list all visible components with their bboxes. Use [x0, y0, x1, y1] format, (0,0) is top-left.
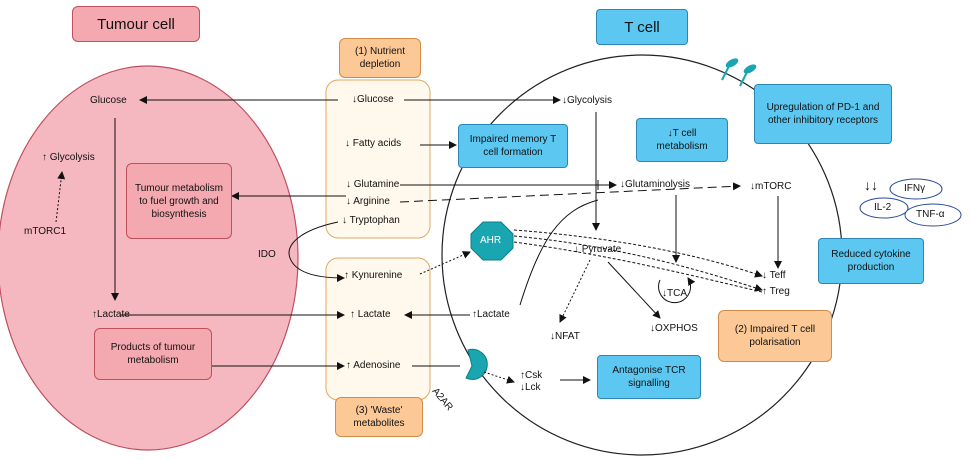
middle-lactate-label: ↑ Lactate	[350, 309, 391, 320]
nfat-label: ↓NFAT	[550, 331, 580, 342]
il2-label: IL-2	[874, 202, 892, 213]
fatty-acids-label: ↓ Fatty acids	[345, 138, 402, 149]
ahr-receptor-icon	[470, 221, 514, 261]
csk-label: ↑Csk	[520, 370, 543, 381]
glutaminolysis-label: ↓Glutaminolysis	[620, 179, 691, 190]
ahr-label: AHR	[480, 235, 502, 246]
pd1-box: Upregulation of PD-1 and other inhibitor…	[754, 84, 892, 144]
tumour-cell-title: Tumour cell	[72, 6, 200, 42]
teff-label: ↓ Teff	[762, 270, 786, 281]
kynurenine-label: ↑ Kynurenine	[344, 270, 403, 281]
cytokine-down-arrows: ↓↓	[864, 177, 878, 193]
tca-cycle-icon	[658, 277, 696, 304]
ifn-ellipse	[889, 178, 943, 200]
tumour-cell-membrane	[0, 65, 299, 451]
tcell-lactate-label: ↑Lactate	[472, 309, 510, 320]
il2-ellipse	[859, 197, 909, 219]
treg-label: ↑ Treg	[762, 286, 790, 297]
tumour-lactate-label: ↑Lactate	[92, 309, 130, 320]
waste-metabolites-box: (3) 'Waste' metabolites	[335, 397, 423, 437]
ifn-label: IFNγ	[904, 183, 926, 194]
tcell-metabolism-box: ↓T cell metabolism	[636, 118, 728, 162]
t-cell-title: T cell	[596, 9, 688, 45]
tumour-glycolysis-label: ↑ Glycolysis	[42, 152, 95, 163]
tnf-ellipse	[904, 203, 962, 227]
pyruvate-label: ↓ Pyruvate	[574, 244, 622, 255]
glutamine-label: ↓ Glutamine	[346, 179, 400, 190]
memory-box: Impaired memory T cell formation	[458, 124, 568, 168]
arginine-label: ↓ Arginine	[346, 196, 390, 207]
tnf-label: TNF-α	[916, 209, 945, 220]
lck-label: ↓Lck	[520, 382, 541, 393]
adenosine-label: ↑ Adenosine	[346, 360, 401, 371]
nutrient-depletion-box: (1) Nutrient depletion	[339, 38, 421, 78]
mtorc-label: ↓mTORC	[750, 181, 792, 192]
tca-label: ↓TCA	[662, 288, 687, 299]
glucose-depletion-label: ↓Glucose	[352, 94, 394, 105]
mtorc1-label: mTORC1	[24, 226, 67, 237]
antagonise-box: Antagonise TCR signalling	[597, 355, 701, 399]
tumour-metabolism-box: Tumour metabolism to fuel growth and bio…	[126, 163, 232, 239]
products-box: Products of tumour metabolism	[94, 328, 212, 380]
tryptophan-label: ↓ Tryptophan	[342, 215, 400, 226]
a2ar-receptor-icon	[465, 348, 488, 380]
ido-label: IDO	[258, 249, 276, 260]
arrow-set	[55, 96, 782, 384]
tcell-glycolysis-label: ↓Glycolysis	[562, 95, 613, 106]
pd1-receptor-icon	[721, 58, 757, 87]
polarisation-box: (2) Impaired T cell polarisation	[718, 310, 832, 362]
nutrient-column	[325, 79, 431, 239]
cytokine-box: Reduced cytokine production	[818, 238, 924, 284]
tumour-glucose-label: Glucose	[90, 95, 127, 106]
oxphos-label: ↓OXPHOS	[650, 323, 698, 334]
